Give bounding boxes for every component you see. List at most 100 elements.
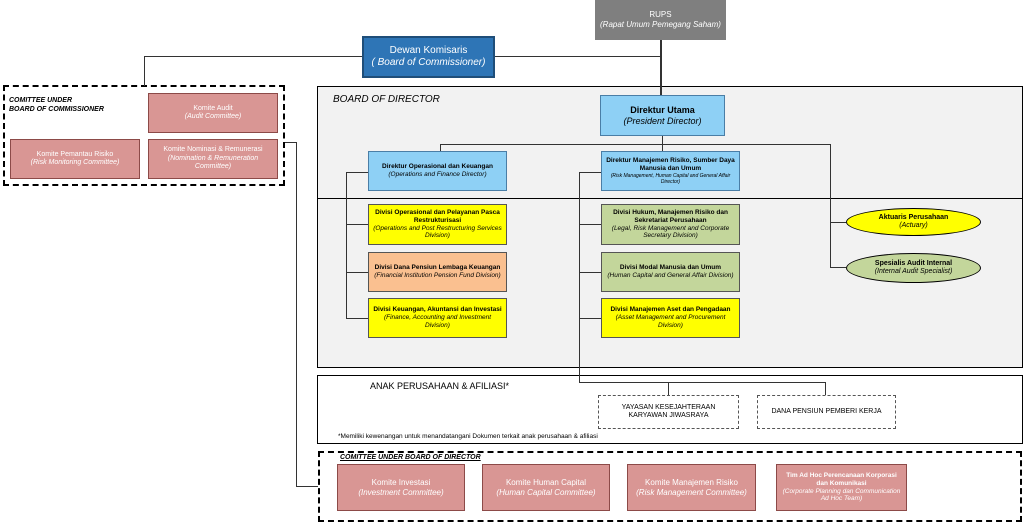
pension-division-box: Divisi Dana Pensiun Lembaga Keuangan (Fi… xyxy=(368,252,507,292)
actuary-ellipse: Aktuaris Perusahaan (Actuary) xyxy=(846,208,981,236)
line-ops-top xyxy=(346,172,368,173)
rups-title: RUPS xyxy=(649,10,672,20)
committee-boc-heading-line1: COMITTEE UNDER xyxy=(9,97,72,104)
yayasan-line1: YAYASAN KESEJAHTERAAN xyxy=(621,403,716,411)
human-capital-committee-box: Komite Human Capital (Human Capital Comm… xyxy=(482,464,610,511)
affiliates-heading: ANAK PERUSAHAAN & AFILIASI* xyxy=(370,381,510,391)
audit-committee-box: Komite Audit (Audit Committee) xyxy=(148,93,278,133)
actuary-subtitle: (Actuary) xyxy=(899,222,928,229)
committee-bod-heading: COMITTEE UNDER BOARD OF DIRECTOR xyxy=(340,454,481,461)
asset-division-box: Divisi Manajemen Aset dan Pengadaan (Ass… xyxy=(601,298,740,338)
nomination-subtitle: (Nomination & Remuneration Committee) xyxy=(167,154,259,171)
line-spec-down xyxy=(830,144,831,268)
risk-monitoring-title: Komite Pemantau Risiko xyxy=(36,150,114,158)
ops-service-division-box: Divisi Operasional dan Pelayanan Pasca R… xyxy=(368,204,507,245)
line-dapen-up xyxy=(825,382,826,395)
legal-title: Divisi Hukum, Manajemen Risiko dan Sekre… xyxy=(613,208,728,224)
president-title: Direktur Utama xyxy=(630,104,695,115)
rups-box: RUPS (Rapat Umum Pemegang Saham) xyxy=(595,0,726,40)
committee-boc-heading-line2: BOARD OF COMMISSIONER xyxy=(9,106,104,114)
line-boc-bod-left xyxy=(296,142,297,487)
nomination-title: Komite Nominasi & Remunerasi xyxy=(163,146,263,154)
investment-subtitle: (Investment Committee) xyxy=(358,487,444,497)
line-boc-bod-bottom xyxy=(296,486,318,487)
line-risk-d2 xyxy=(579,272,601,273)
committee-boc-panel xyxy=(3,85,285,186)
line-rups-down xyxy=(660,40,662,95)
line-spec-audit xyxy=(830,267,846,268)
hc-title: Divisi Modal Manusia dan Umum xyxy=(619,264,722,272)
bod-heading: BOARD OF DIRECTOR xyxy=(333,94,440,105)
human-capital-title: Komite Human Capital xyxy=(505,477,587,487)
investment-title: Komite Investasi xyxy=(371,477,431,487)
audit-specialist-ellipse: Spesialis Audit Internal (Internal Audit… xyxy=(846,253,981,283)
line-boc-bod-top xyxy=(285,142,297,143)
commissioner-box: Dewan Komisaris ( Board of Commissioner) xyxy=(362,36,495,78)
pension-subtitle: (Financial Institution Pension Fund Divi… xyxy=(374,272,501,279)
ops-finance-subtitle: (Operations and Finance Director) xyxy=(388,171,487,178)
risk-hc-subtitle: (Risk Management, Human Capital and Gene… xyxy=(610,172,731,185)
line-yayasan-up xyxy=(668,382,669,395)
risk-management-subtitle: (Risk Management Committee) xyxy=(636,487,747,497)
affiliates-footnote: *Memiliki kewenangan untuk menandatangan… xyxy=(338,433,598,440)
line-spec-actuary xyxy=(830,222,846,223)
investment-committee-box: Komite Investasi (Investment Committee) xyxy=(337,464,465,511)
yayasan-box: YAYASAN KESEJAHTERAAN KARYAWAN JIWASRAYA xyxy=(598,395,739,429)
line-president-bar xyxy=(440,144,830,145)
yayasan-line2: KARYAWAN JIWASRAYA xyxy=(628,412,709,419)
risk-monitoring-committee-box: Komite Pemantau Risiko (Risk Monitoring … xyxy=(10,139,140,179)
risk-management-committee-box: Komite Manajemen Risiko (Risk Management… xyxy=(627,464,756,511)
audit-committee-title: Komite Audit xyxy=(193,104,233,112)
risk-management-title: Komite Manajemen Risiko xyxy=(645,477,738,487)
audit-committee-subtitle: (Audit Committee) xyxy=(184,113,242,120)
commissioner-subtitle: ( Board of Commissioner) xyxy=(371,57,486,68)
bod-divider xyxy=(317,198,1023,199)
line-risk-d1 xyxy=(579,224,601,225)
finance-division-box: Divisi Keuangan, Akuntansi dan Investasi… xyxy=(368,298,507,338)
hc-division-box: Divisi Modal Manusia dan Umum (Human Cap… xyxy=(601,252,740,292)
line-risk-up xyxy=(662,136,663,151)
nomination-committee-box: Komite Nominasi & Remunerasi (Nomination… xyxy=(148,139,278,179)
line-ops-d3 xyxy=(346,318,368,319)
risk-monitoring-subtitle: (Risk Monitoring Committee) xyxy=(30,159,120,166)
president-director-box: Direktur Utama (President Director) xyxy=(600,95,725,136)
line-risk-top xyxy=(579,172,601,173)
line-boc-left xyxy=(144,56,362,57)
adhoc-title: Tim Ad Hoc Perencanaan Korporasi dan Kom… xyxy=(786,471,897,487)
audit-specialist-subtitle: (Internal Audit Specialist) xyxy=(874,268,953,275)
legal-division-box: Divisi Hukum, Manajemen Risiko dan Sekre… xyxy=(601,204,740,245)
commissioner-title: Dewan Komisaris xyxy=(389,45,468,56)
president-subtitle: (President Director) xyxy=(623,115,702,126)
dana-pensiun-box: DANA PENSIUN PEMBERI KERJA xyxy=(757,395,896,429)
finance-subtitle: (Finance, Accounting and Investment Divi… xyxy=(383,314,492,329)
hc-subtitle: (Human Capital and General Affair Divisi… xyxy=(607,272,734,279)
ops-service-title: Divisi Operasional dan Pelayanan Pasca R… xyxy=(375,208,500,224)
legal-subtitle: (Legal, Risk Management and Corporate Se… xyxy=(611,224,730,240)
rups-subtitle: (Rapat Umum Pemegang Saham) xyxy=(600,20,721,29)
risk-hc-director-box: Direktur Manajemen Risiko, Sumber Daya M… xyxy=(601,151,740,191)
finance-title: Divisi Keuangan, Akuntansi dan Investasi xyxy=(373,306,502,314)
committee-bod-panel xyxy=(318,451,1022,522)
asset-subtitle: (Asset Management and Procurement Divisi… xyxy=(615,314,726,329)
line-ops-tree xyxy=(346,172,347,319)
actuary-title: Aktuaris Perusahaan xyxy=(878,213,949,221)
line-boc-down xyxy=(144,56,145,86)
human-capital-subtitle: (Human Capital Committee) xyxy=(496,487,596,497)
adhoc-subtitle: (Corporate Planning dan Communication Ad… xyxy=(782,487,901,503)
line-affiliates-bar xyxy=(579,382,826,383)
ops-finance-director-box: Direktur Operasional dan Keuangan (Opera… xyxy=(368,151,507,191)
committee-boc-heading: COMITTEE UNDER BOARD OF COMMISSIONER xyxy=(9,96,104,114)
ops-finance-title: Direktur Operasional dan Keuangan xyxy=(382,163,493,171)
risk-hc-title: Direktur Manajemen Risiko, Sumber Daya M… xyxy=(606,157,735,172)
line-risk-tree xyxy=(579,172,580,382)
adhoc-team-box: Tim Ad Hoc Perencanaan Korporasi dan Kom… xyxy=(776,464,907,511)
line-risk-d3 xyxy=(579,318,601,319)
dana-pensiun-label: DANA PENSIUN PEMBERI KERJA xyxy=(771,407,882,415)
line-ops-up xyxy=(440,144,441,152)
asset-title: Divisi Manajemen Aset dan Pengadaan xyxy=(610,306,731,314)
pension-title: Divisi Dana Pensiun Lembaga Keuangan xyxy=(374,264,501,272)
line-ops-d1 xyxy=(346,224,368,225)
audit-specialist-title: Spesialis Audit Internal xyxy=(874,259,953,267)
ops-service-subtitle: (Operations and Post Restructuring Servi… xyxy=(373,224,502,240)
line-boc-rups xyxy=(495,56,661,57)
